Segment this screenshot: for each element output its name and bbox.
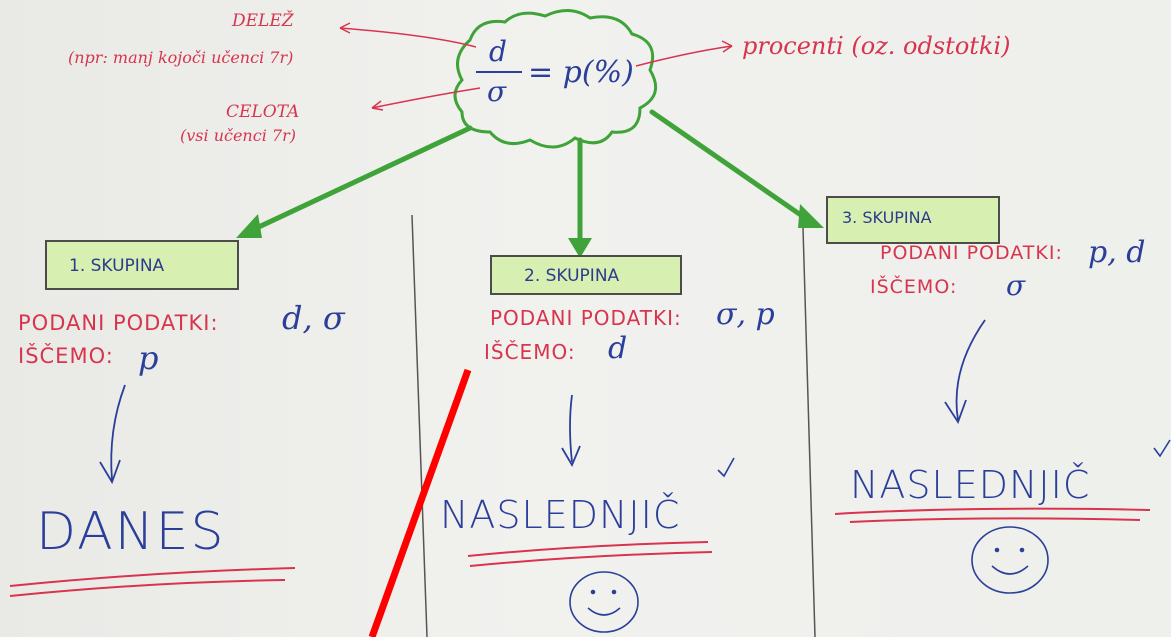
group-1-title: 1. SKUPINA bbox=[69, 256, 165, 276]
celota-label: CELOTA bbox=[226, 102, 300, 122]
underline-danes-1 bbox=[9, 567, 296, 587]
formula-rhs: = p(%) bbox=[528, 55, 634, 90]
group-1-seek-label: IŠČEMO: bbox=[18, 344, 114, 368]
celota-arrow bbox=[371, 87, 481, 109]
group-3-when: NASLEDNJIČ bbox=[850, 463, 1091, 507]
column-divider-right bbox=[802, 227, 816, 637]
group-3-seek-value: σ bbox=[1006, 269, 1026, 302]
group-1-given-label: PODANI PODATKI: bbox=[18, 311, 219, 335]
group-2-given-values: σ, p bbox=[716, 297, 775, 332]
celota-example: (vsi učenci 7r) bbox=[180, 126, 296, 145]
check-mark-3 bbox=[1153, 439, 1171, 458]
group-1-seek-value: p bbox=[138, 339, 159, 377]
check-mark-2 bbox=[717, 457, 735, 478]
formula-denominator: σ bbox=[487, 75, 507, 108]
group-2-box: 2. SKUPINA bbox=[490, 255, 682, 295]
delez-label: DELEŽ bbox=[232, 11, 294, 31]
underline-danes-2 bbox=[9, 579, 286, 597]
group-2-seek-label: IŠČEMO: bbox=[484, 340, 576, 364]
underline-naslednjic-2b bbox=[469, 551, 713, 567]
down-arrow-1 bbox=[110, 384, 126, 481]
red-annotation-line bbox=[368, 368, 472, 637]
smiley-2 bbox=[569, 571, 639, 633]
group-2-seek-value: d bbox=[608, 331, 628, 366]
group-3-given-label: PODANI PODATKI: bbox=[880, 242, 1063, 264]
group-2-when: NASLEDNJIČ bbox=[440, 493, 681, 537]
group-1-given-values: d, σ bbox=[282, 299, 345, 337]
green-arrow-right bbox=[649, 109, 811, 223]
group-3-seek-label: IŠČEMO: bbox=[870, 276, 958, 298]
procenti-arrow bbox=[635, 45, 733, 67]
down-arrow-3 bbox=[955, 319, 986, 421]
underline-naslednjic-2a bbox=[467, 541, 709, 557]
procenti-label: procenti (oz. odstotki) bbox=[742, 32, 1011, 60]
green-arrow-left bbox=[245, 125, 473, 235]
group-1-when: DANES bbox=[36, 502, 226, 562]
column-divider-left bbox=[411, 214, 428, 637]
down-arrow-2 bbox=[569, 394, 573, 463]
delez-example: (npr: manj kojoči učenci 7r) bbox=[68, 48, 294, 67]
group-1-box: 1. SKUPINA bbox=[45, 240, 239, 290]
formula-numerator: d bbox=[489, 35, 507, 68]
group-3-given-values: p, d bbox=[1088, 235, 1146, 270]
underline-naslednjic-3b bbox=[849, 517, 1141, 523]
group-2-title: 2. SKUPINA bbox=[524, 266, 620, 286]
group-3-title: 3. SKUPINA bbox=[842, 208, 932, 227]
group-2-given-label: PODANI PODATKI: bbox=[490, 306, 682, 330]
smiley-3 bbox=[971, 526, 1049, 594]
formula-cloud bbox=[453, 9, 658, 149]
group-3-box: 3. SKUPINA bbox=[826, 196, 1000, 244]
delez-arrow bbox=[339, 27, 477, 48]
underline-naslednjic-3a bbox=[834, 507, 1151, 515]
